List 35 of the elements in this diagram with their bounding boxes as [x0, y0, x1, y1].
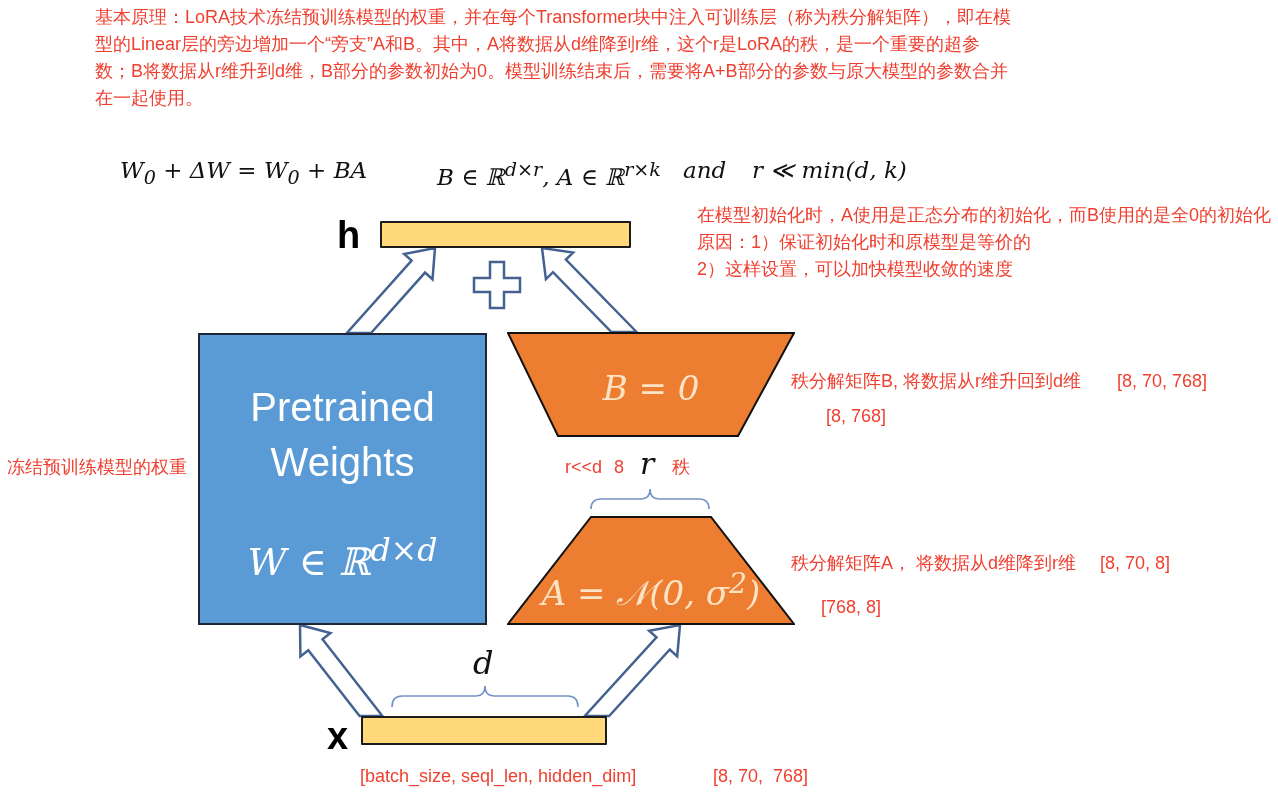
- shape-text: [768, 8]: [821, 596, 882, 619]
- dimension-label: r: [640, 445, 655, 483]
- note-text: 2）这样设置，可以加快模型收敛的速度: [697, 258, 1013, 281]
- formula-text: W$_{0}$ + ΔW = W$_{0}$ + BA: [120, 156, 368, 191]
- description-text: 基本原理：LoRA技术冻结预训练模型的权重，并在每个Transformer块中注入可训练层（称为秩分解矩阵），即在模型的Linear层的旁边增加一个“旁支”A和B。其中，A将数据从d维降到r维，这个r是LoRA的秩，是一个重要的超参数；B将数据从r维升到d维，B部分的参数初始为0。模型训练结束后，需要将A+B部分的参数与原大模型的参数合并在一起使用。: [95, 6, 1013, 110]
- vector-label: x: [327, 717, 349, 755]
- shape-text: [8, 70, 768]: [713, 765, 809, 788]
- block-arrow: [581, 623, 682, 718]
- formula-text: B = 0: [601, 368, 701, 408]
- shape-text: [8, 768]: [826, 405, 887, 428]
- note-text: 原因：1）保证初始化时和原模型是等价的: [697, 231, 1031, 254]
- block-arrow: [298, 623, 385, 718]
- annotation-text: 秩分解矩阵B, 将数据从r维升回到d维: [791, 370, 1081, 393]
- annotation-text: 冻结预训练模型的权重: [7, 456, 187, 479]
- note-text: 在模型初始化时，A使用是正态分布的初始化，而B使用的是全0的初始化: [697, 204, 1272, 227]
- vector-label: h: [337, 216, 361, 254]
- shape-text: [8, 70, 8]: [1100, 552, 1171, 575]
- formula-text: A = 𝒩(0, σ$^{2}$): [538, 566, 762, 614]
- block-title: Pretrained Weights: [249, 384, 436, 486]
- formula-text: and: [683, 156, 727, 185]
- note-text: 秩: [672, 456, 690, 479]
- shape-text: [8, 70, 768]: [1117, 370, 1208, 393]
- note-text: r<<d: [565, 456, 603, 479]
- vector-bar: [361, 716, 607, 745]
- block-arrow: [344, 246, 437, 335]
- shape-text: [batch_size, seql_len, hidden_dim]: [360, 765, 637, 789]
- formula-text: W ∈ ℝ$^{d×d}$: [246, 531, 439, 586]
- annotation-text: 秩分解矩阵A， 将数据从d维降到r维: [791, 552, 1076, 575]
- formula-text: r ≪ min(d, k): [752, 156, 907, 185]
- weights-block: [198, 333, 487, 625]
- block-arrow: [540, 246, 640, 334]
- formula-text: B ∈ ℝ$^{d×r}$, A ∈ ℝ$^{r×k}$: [437, 157, 661, 192]
- note-text: 8: [614, 456, 624, 479]
- vector-bar: [380, 221, 631, 248]
- dimension-label: d: [473, 643, 494, 684]
